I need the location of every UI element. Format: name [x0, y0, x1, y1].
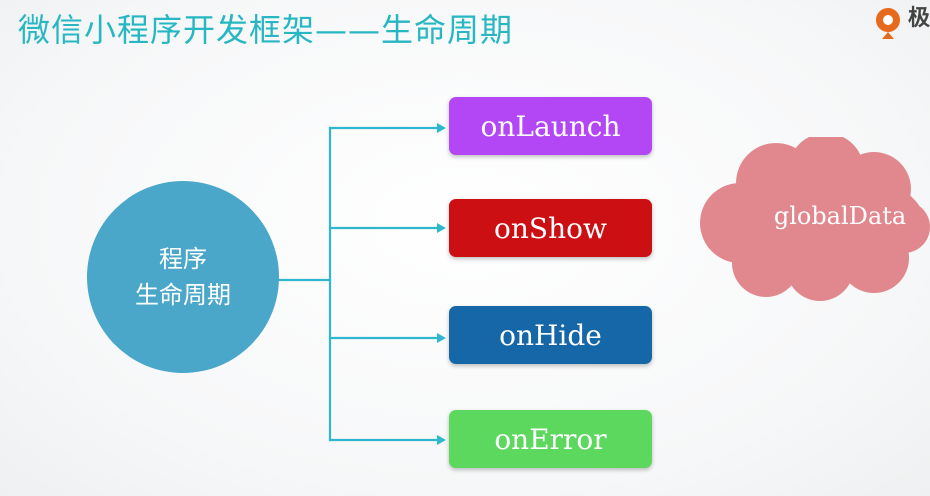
arrowhead-onlaunch	[437, 123, 446, 133]
arrowhead-onhide	[437, 333, 446, 343]
app-lifecycle-node: 程序 生命周期	[87, 181, 279, 373]
onshow-label: onShow	[494, 211, 607, 245]
app-lifecycle-line2: 生命周期	[135, 281, 231, 309]
global-data-label: globalData	[773, 202, 907, 230]
onhide-node: onHide	[449, 306, 652, 364]
app-lifecycle-line1: 程序	[159, 245, 207, 273]
onlaunch-label: onLaunch	[480, 109, 621, 143]
onerror-label: onError	[494, 422, 607, 456]
brand-logo	[876, 8, 900, 39]
brand-text: 极	[908, 6, 930, 31]
arrowhead-onshow	[437, 223, 446, 233]
onshow-node: onShow	[449, 199, 652, 257]
page-title: 微信小程序开发框架——生命周期	[18, 11, 514, 49]
onerror-node: onError	[449, 410, 652, 468]
arrowhead-onerror	[437, 435, 446, 445]
onlaunch-node: onLaunch	[449, 97, 652, 155]
global-data-cloud	[700, 137, 930, 301]
onhide-label: onHide	[499, 318, 602, 352]
